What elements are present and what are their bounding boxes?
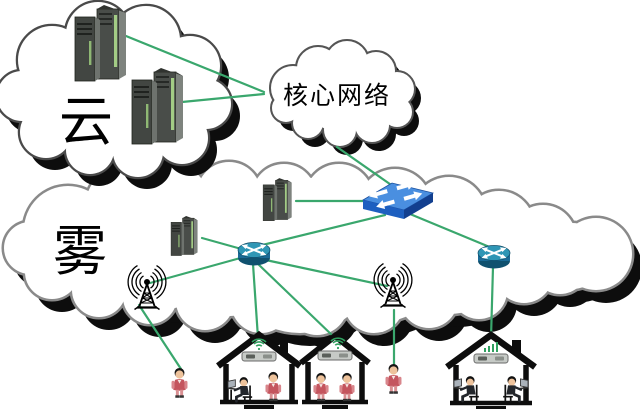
switch-icon (361, 178, 435, 219)
house-1 (216, 330, 302, 409)
link-server4-router1 (200, 236, 247, 252)
house-2-wifi-router-icon (317, 350, 353, 361)
cloud-label: 云 (59, 92, 113, 152)
link-server1-core (124, 34, 266, 94)
link-antenna1-user1 (137, 303, 183, 371)
router-2-icon (477, 244, 511, 270)
mobile-user-2-icon (385, 363, 402, 394)
link-server2-core (180, 92, 266, 104)
link-router1-house2 (255, 261, 336, 339)
house-3-wifi-router-icon (473, 353, 509, 364)
link-switch-router1 (252, 213, 387, 249)
router-1-icon (237, 241, 271, 267)
link-router2-house3 (489, 265, 495, 340)
core-network-label: 核心网络 (283, 82, 391, 110)
mobile-user-1-icon (171, 367, 188, 398)
house-1-wifi-router-icon (241, 351, 277, 362)
link-router1-antenna2 (259, 257, 389, 288)
fog-label: 雾 (53, 222, 107, 282)
link-switch-router2 (408, 212, 494, 250)
link-router1-house1 (251, 262, 260, 340)
house-3 (445, 330, 537, 409)
network-links (124, 34, 495, 371)
link-core-switch (335, 145, 399, 191)
house-2 (299, 332, 371, 409)
